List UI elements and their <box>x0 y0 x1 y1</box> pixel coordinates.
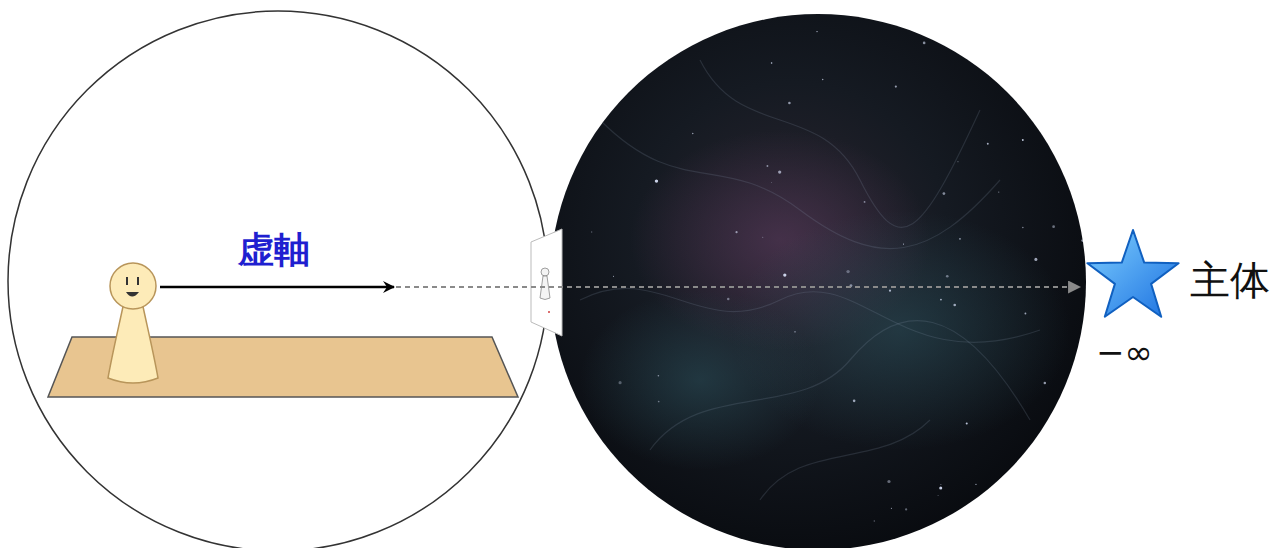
star-dot <box>953 304 956 307</box>
star-dot <box>940 484 941 485</box>
star-dot <box>966 422 968 424</box>
star-dot <box>1044 382 1047 385</box>
star-dot <box>1065 442 1068 445</box>
star-dot <box>987 143 989 145</box>
star-dot <box>938 495 939 496</box>
star-dot <box>891 508 892 509</box>
star-dot <box>923 42 926 45</box>
star-dot <box>1034 258 1037 261</box>
star-dot <box>658 375 660 377</box>
star-dot <box>889 290 891 292</box>
star-dot <box>641 55 643 57</box>
star-dot <box>952 27 954 29</box>
star-dot <box>1025 313 1027 315</box>
star-dot <box>822 79 824 81</box>
star-dot <box>895 85 897 87</box>
star-dot <box>864 201 866 203</box>
star-dot <box>1081 239 1084 242</box>
pawn-figure <box>108 263 158 383</box>
star-dot <box>1022 227 1024 229</box>
star-dot <box>549 507 551 509</box>
star-dot <box>939 487 942 490</box>
star-dot <box>1022 474 1025 477</box>
star-dot <box>619 381 622 384</box>
space-circle <box>550 14 1086 548</box>
star-dot <box>692 133 694 135</box>
star-dot <box>771 182 772 183</box>
star-dot <box>735 231 737 233</box>
star-dot <box>998 191 999 192</box>
star-dot <box>650 532 652 534</box>
value-label: −∞ <box>1096 334 1153 371</box>
world-circle <box>8 11 548 548</box>
star-dot <box>887 480 890 483</box>
star-dot <box>1036 42 1038 44</box>
boundary-card <box>531 229 562 336</box>
star-dot <box>794 331 795 332</box>
projection-line <box>396 286 1080 288</box>
star-dot <box>771 62 773 64</box>
star-dot <box>874 520 875 521</box>
star-dot <box>778 170 781 173</box>
star-dot <box>903 243 904 244</box>
star-dot <box>592 71 593 72</box>
star-dot <box>590 14 592 16</box>
star-dot <box>905 508 907 510</box>
star-dot <box>762 237 763 238</box>
star-dot <box>1083 131 1086 134</box>
star-dot <box>1044 446 1045 447</box>
star-dot <box>613 276 614 277</box>
star-dot <box>816 31 817 32</box>
star-dot <box>943 192 946 195</box>
star-dot <box>940 299 942 301</box>
nebula <box>549 14 1085 537</box>
star-dot <box>959 238 961 240</box>
star-dot <box>655 179 658 182</box>
star-dot <box>1063 26 1066 29</box>
subject-label: 主体 <box>1190 258 1270 302</box>
star-dot <box>591 231 592 232</box>
star-dot <box>1022 139 1024 141</box>
star-dot <box>788 102 791 105</box>
subject-star <box>1087 230 1178 317</box>
star-dot <box>577 425 580 428</box>
star-dot <box>975 484 976 485</box>
star-dot <box>957 161 958 162</box>
star-dot <box>989 503 992 506</box>
star-dot <box>766 165 768 167</box>
star-dot <box>846 270 849 273</box>
star-dot <box>1023 490 1026 493</box>
star-dot <box>1038 500 1040 502</box>
star-dot <box>1052 225 1055 228</box>
axis-label: 虚軸 <box>238 230 310 270</box>
star-dot <box>783 273 786 276</box>
star-dot <box>853 400 856 403</box>
star-dot <box>982 536 983 537</box>
star-dot <box>727 298 729 300</box>
star-dot <box>962 520 964 522</box>
star-dot <box>658 401 660 403</box>
star-dot <box>946 275 949 278</box>
axis-arrow <box>160 286 394 289</box>
